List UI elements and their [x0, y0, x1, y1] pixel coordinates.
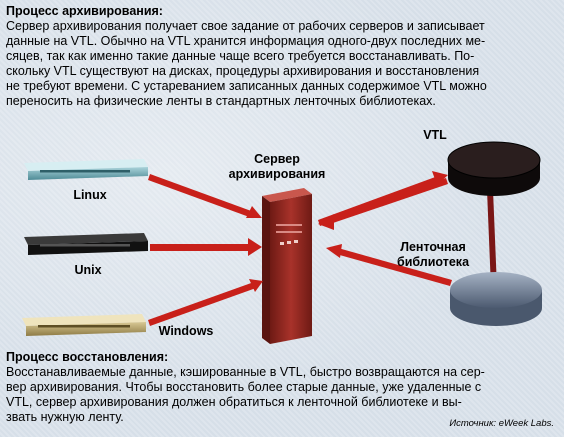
- linux-server: [24, 159, 148, 180]
- arrow-vtl-to-server: [328, 178, 448, 224]
- linux-label: Linux: [73, 188, 107, 202]
- arrow-head: [249, 279, 263, 292]
- archive-line: не требуют времени. С устареванием запис…: [6, 79, 487, 93]
- archive-line: Сервер архивирования получает свое задан…: [6, 19, 485, 33]
- arrow-head: [318, 214, 334, 230]
- restore-heading: Процесс восстановления:: [6, 350, 169, 364]
- archive-server-label-line1: Сервер: [254, 152, 300, 166]
- archive-process-text: Процесс архивирования: Сервер архивирова…: [6, 4, 558, 109]
- tape-library-label: Ленточная библиотека: [378, 240, 488, 270]
- archive-server-label-line2: архивирования: [228, 167, 326, 181]
- windows-server: [22, 314, 146, 336]
- restore-line: Восстанавливаемые данные, кэшированные в…: [6, 365, 485, 379]
- archive-line: скольку VTL существуют на дисках, процед…: [6, 64, 480, 78]
- restore-line: вер архивирования. Чтобы восстановить бо…: [6, 380, 482, 394]
- source-credit: Источник: eWeek Labs.: [449, 418, 554, 429]
- arrow-windows-to-server: [148, 282, 256, 326]
- archive-line: данные на VTL. Обычно на VTL хранится ин…: [6, 34, 486, 48]
- data-flow-arrows: [148, 171, 452, 326]
- tape-library-label-line2: библиотека: [396, 255, 470, 269]
- archive-server-label: Сервер архивирования: [222, 152, 332, 182]
- archive-server-box: [262, 188, 312, 344]
- tape-library-disk: [450, 272, 542, 326]
- restore-line: VTL, сервер архивирования должен обратит…: [6, 395, 462, 409]
- archive-heading: Процесс архивирования:: [6, 4, 163, 18]
- vtl-disk: [447, 141, 541, 196]
- vtl-library-connector: [487, 189, 497, 289]
- unix-label: Unix: [74, 263, 102, 277]
- archive-line: переносить на физические ленты в стандар…: [6, 94, 436, 108]
- arrow-linux-to-server: [148, 174, 254, 218]
- arrow-head: [248, 238, 262, 256]
- unix-server: [24, 233, 148, 255]
- archive-line: сяцев, так как именно такие данные чаще …: [6, 49, 475, 63]
- tape-library-label-line1: Ленточная: [400, 240, 466, 254]
- arrow-head: [326, 244, 342, 258]
- arrow-library-to-server: [336, 248, 452, 286]
- arrow-head: [246, 206, 262, 218]
- arrow-unix-to-server: [150, 244, 254, 251]
- restore-line: звать нужную ленту.: [6, 410, 124, 424]
- windows-label: Windows: [158, 324, 214, 338]
- restore-process-text: Процесс восстановления: Восстанавливаемы…: [6, 350, 558, 425]
- vtl-label: VTL: [423, 128, 447, 142]
